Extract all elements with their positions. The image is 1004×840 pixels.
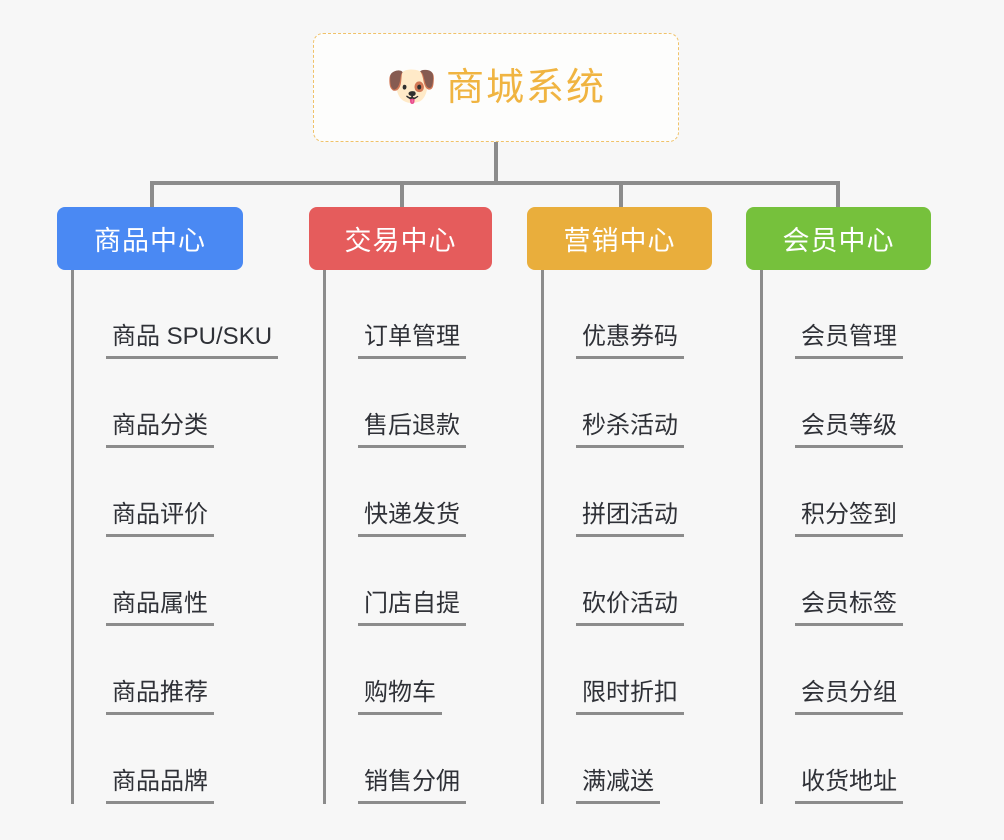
leaf-item[interactable]: 售后退款 <box>326 359 492 448</box>
branch-column-2: 营销中心 优惠券码 秒杀活动 拼团活动 砍价活动 限时折扣 满减送 <box>527 207 712 804</box>
leaf-item[interactable]: 秒杀活动 <box>544 359 712 448</box>
leaf-item[interactable]: 满减送 <box>544 715 712 804</box>
leaf-item[interactable]: 门店自提 <box>326 537 492 626</box>
leaf-label: 销售分佣 <box>358 768 466 804</box>
leaf-label: 拼团活动 <box>576 501 684 537</box>
leaf-item[interactable]: 商品分类 <box>74 359 278 448</box>
root-title: 商城系统 <box>445 66 606 109</box>
leaf-item[interactable]: 拼团活动 <box>544 448 712 537</box>
leaf-item[interactable]: 限时折扣 <box>544 626 712 715</box>
leaf-label: 收货地址 <box>795 768 903 804</box>
leaf-label: 商品 SPU/SKU <box>106 323 279 359</box>
branch-column-0: 商品中心 商品 SPU/SKU 商品分类 商品评价 商品属性 商品推荐 商品品牌 <box>57 207 279 804</box>
leaf-item[interactable]: 会员标签 <box>763 537 931 626</box>
branch-header-label-0: 商品中心 <box>94 226 206 256</box>
shiba-dog-face-icon: 🐶 <box>385 62 438 109</box>
branch-header-label-1: 交易中心 <box>344 226 457 256</box>
connector-drop-branch-0 <box>150 181 154 209</box>
branch-header-label-3: 会员中心 <box>782 226 895 256</box>
leaf-item[interactable]: 收货地址 <box>763 715 931 804</box>
leaf-item[interactable]: 订单管理 <box>326 270 492 359</box>
branch-items-3: 会员管理 会员等级 积分签到 会员标签 会员分组 收货地址 <box>760 270 931 804</box>
connector-drop-branch-3 <box>836 181 840 209</box>
leaf-label: 满减送 <box>576 768 660 804</box>
branch-column-1: 交易中心 订单管理 售后退款 快递发货 门店自提 购物车 销售分佣 <box>309 207 492 804</box>
branch-header-2[interactable]: 营销中心 <box>527 207 712 270</box>
leaf-label: 商品推荐 <box>106 679 214 715</box>
leaf-label: 售后退款 <box>358 412 466 448</box>
leaf-label: 商品属性 <box>106 590 214 626</box>
connector-horizontal-bar <box>150 181 838 185</box>
branch-header-3[interactable]: 会员中心 <box>746 207 931 270</box>
leaf-item[interactable]: 会员分组 <box>763 626 931 715</box>
branch-items-2: 优惠券码 秒杀活动 拼团活动 砍价活动 限时折扣 满减送 <box>541 270 712 804</box>
leaf-label: 会员等级 <box>795 412 903 448</box>
leaf-label: 门店自提 <box>358 590 466 626</box>
leaf-item[interactable]: 会员管理 <box>763 270 931 359</box>
branch-items-0: 商品 SPU/SKU 商品分类 商品评价 商品属性 商品推荐 商品品牌 <box>71 270 279 804</box>
leaf-label: 优惠券码 <box>576 323 684 359</box>
leaf-label: 订单管理 <box>358 323 466 359</box>
leaf-item[interactable]: 砍价活动 <box>544 537 712 626</box>
branch-column-3: 会员中心 会员管理 会员等级 积分签到 会员标签 会员分组 收货地址 <box>746 207 931 804</box>
branch-header-0[interactable]: 商品中心 <box>57 207 243 270</box>
leaf-label: 商品品牌 <box>106 768 214 804</box>
leaf-item[interactable]: 销售分佣 <box>326 715 492 804</box>
leaf-item[interactable]: 商品属性 <box>74 537 278 626</box>
connector-root-stem <box>494 142 498 184</box>
connector-drop-branch-2 <box>619 181 623 209</box>
leaf-label: 商品评价 <box>106 501 214 537</box>
leaf-label: 秒杀活动 <box>576 412 684 448</box>
leaf-label: 商品分类 <box>106 412 214 448</box>
leaf-item[interactable]: 快递发货 <box>326 448 492 537</box>
leaf-label: 购物车 <box>358 679 442 715</box>
leaf-label: 快递发货 <box>358 501 466 537</box>
leaf-label: 会员管理 <box>795 323 903 359</box>
leaf-label: 会员分组 <box>795 679 903 715</box>
leaf-item[interactable]: 购物车 <box>326 626 492 715</box>
branch-header-label-2: 营销中心 <box>563 226 676 256</box>
leaf-item[interactable]: 优惠券码 <box>544 270 712 359</box>
leaf-item[interactable]: 会员等级 <box>763 359 931 448</box>
leaf-label: 会员标签 <box>795 590 903 626</box>
root-node[interactable]: 🐶 商城系统 <box>313 33 679 142</box>
leaf-label: 限时折扣 <box>576 679 684 715</box>
leaf-label: 砍价活动 <box>576 590 684 626</box>
leaf-item[interactable]: 商品品牌 <box>74 715 278 804</box>
leaf-item[interactable]: 商品 SPU/SKU <box>74 270 279 359</box>
leaf-label: 积分签到 <box>795 501 903 537</box>
branch-header-1[interactable]: 交易中心 <box>309 207 492 270</box>
leaf-item[interactable]: 商品评价 <box>74 448 278 537</box>
leaf-item[interactable]: 积分签到 <box>763 448 931 537</box>
connector-drop-branch-1 <box>400 181 404 209</box>
leaf-item[interactable]: 商品推荐 <box>74 626 278 715</box>
branch-items-1: 订单管理 售后退款 快递发货 门店自提 购物车 销售分佣 <box>323 270 492 804</box>
